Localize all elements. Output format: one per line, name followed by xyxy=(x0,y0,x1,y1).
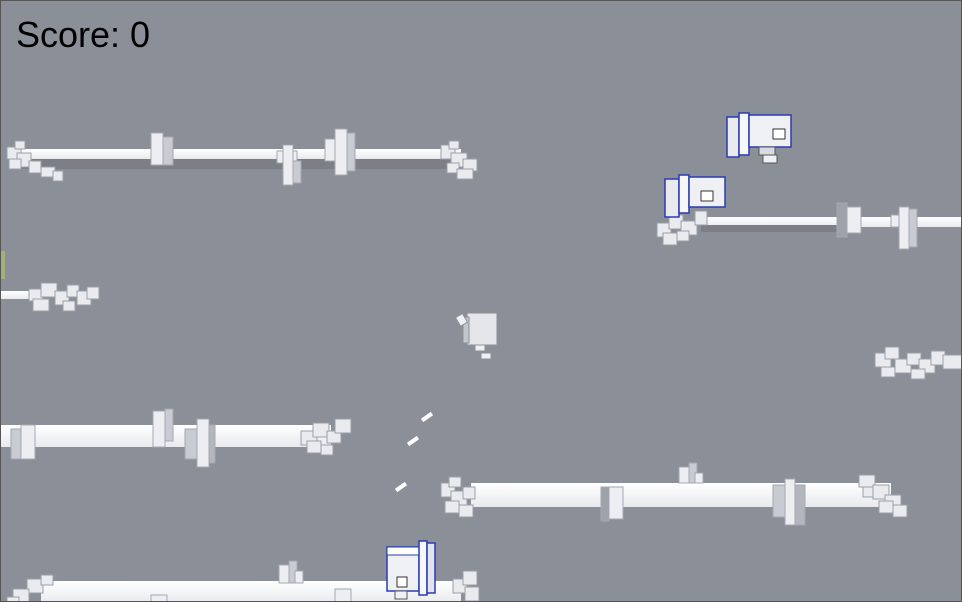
jump-trail xyxy=(394,411,434,493)
post-block xyxy=(772,478,806,526)
post-block xyxy=(184,418,216,468)
post-block xyxy=(890,206,918,250)
enemy-robot xyxy=(386,540,436,600)
post-block xyxy=(278,560,304,584)
post-block xyxy=(678,462,704,484)
player-character xyxy=(454,312,498,360)
enemy-robot xyxy=(726,112,792,164)
platform-right-upper-rubble xyxy=(656,210,708,246)
platform-left-lower xyxy=(1,408,352,468)
score-label: Score: 0 xyxy=(16,14,151,55)
platform-top-left-rubble-right xyxy=(440,140,478,180)
enemy-robot xyxy=(664,174,726,218)
post-block xyxy=(600,486,624,522)
platform-top-left-rubble-left xyxy=(6,140,64,182)
platform-top-left xyxy=(6,128,478,186)
platform-right-upper xyxy=(656,202,961,250)
post-block xyxy=(150,132,174,166)
post-block xyxy=(10,424,36,460)
post-block xyxy=(324,128,356,176)
post-block xyxy=(276,144,302,186)
post-block xyxy=(152,408,174,448)
post-block xyxy=(150,588,352,601)
platform-bottom xyxy=(6,560,480,601)
platform-right-lower xyxy=(440,462,908,526)
post-block xyxy=(836,202,862,238)
rubble-right-middle xyxy=(874,346,961,380)
ledge-left-middle xyxy=(1,251,100,312)
